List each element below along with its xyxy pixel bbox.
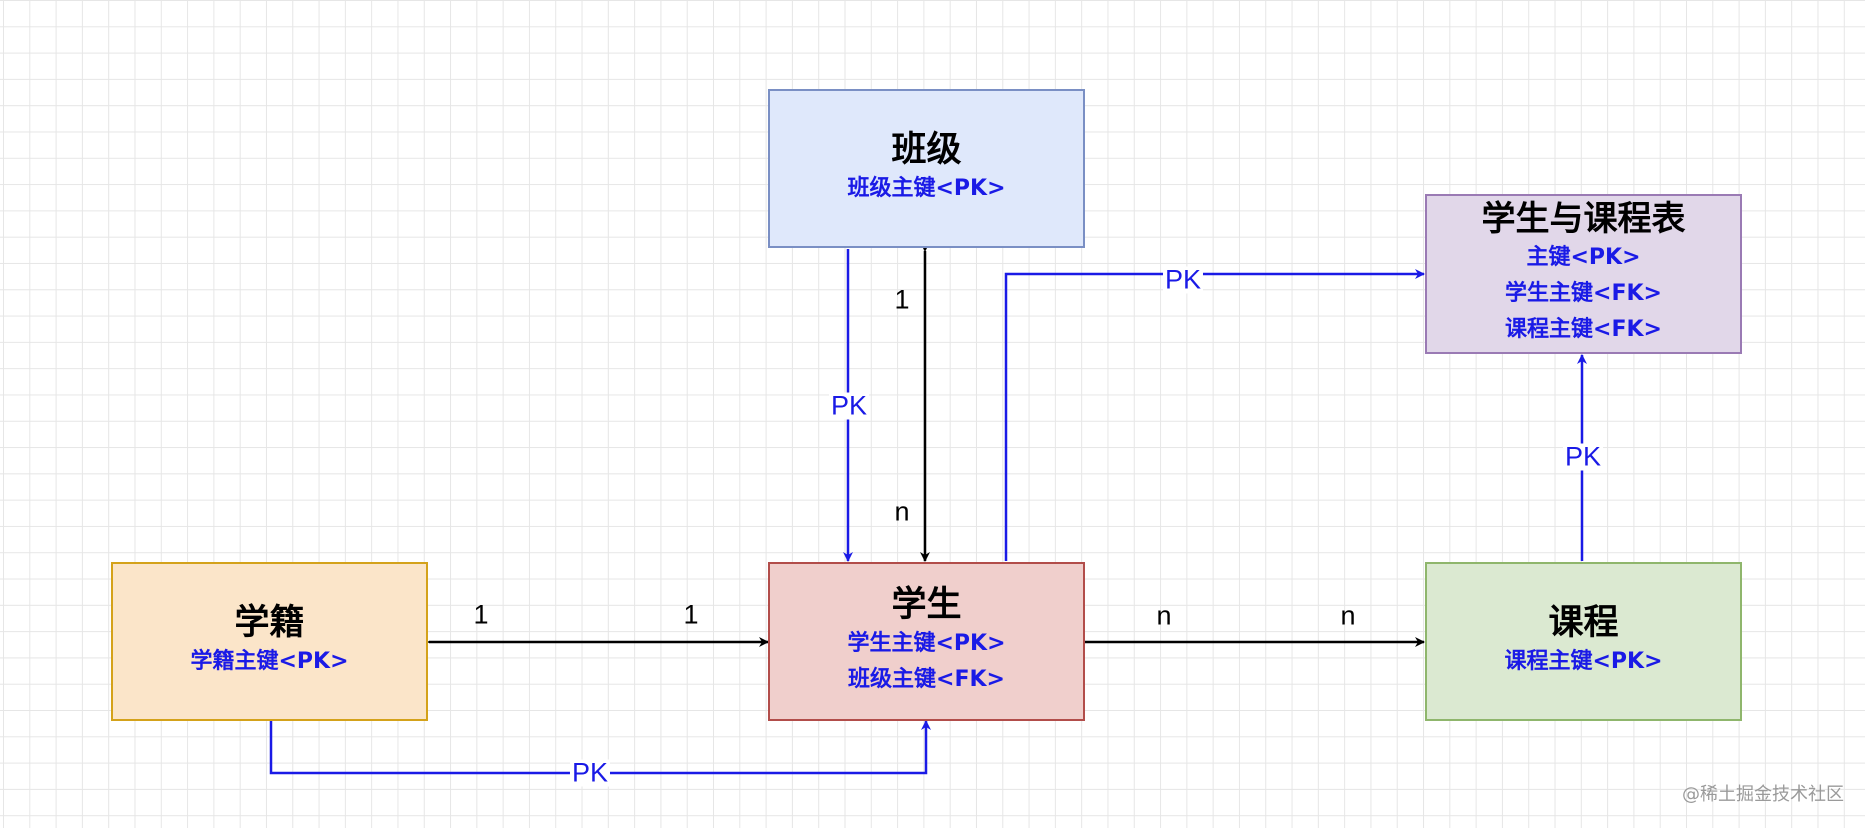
enrollment-side-cardinality: 1 [473, 599, 489, 630]
student-pk-label: PK [1162, 264, 1204, 295]
student-right-cardinality: n [1156, 600, 1172, 631]
class-entity-title: 班级 [891, 130, 962, 171]
class-side-cardinality: 1 [894, 284, 910, 315]
student-course-entity[interactable]: 学生与课程表 主键<PK> 学生主键<FK> 课程主键<FK> [1425, 194, 1742, 354]
watermark-text: @稀土掘金技术社区 [1682, 784, 1844, 805]
enrollment-entity-title: 学籍 [234, 603, 305, 644]
enrollment-entity[interactable]: 学籍 学籍主键<PK> [111, 562, 428, 721]
student-course-entity-key: 课程主键<FK> [1505, 316, 1662, 342]
student-course-entity-key: 学生主键<FK> [1505, 280, 1662, 306]
student-side-cardinality: n [894, 496, 910, 527]
student-entity-key: 学生主键<PK> [847, 630, 1006, 656]
class-pk-label: PK [828, 390, 870, 421]
enrollment-entity-key: 学籍主键<PK> [190, 648, 349, 674]
student-course-entity-key: 主键<PK> [1526, 244, 1641, 270]
course-side-cardinality: n [1340, 600, 1356, 631]
course-entity-title: 课程 [1548, 603, 1619, 644]
enrollment-pk-label: PK [569, 757, 611, 788]
student-course-entity-title: 学生与课程表 [1481, 199, 1686, 240]
course-pk-label: PK [1562, 441, 1604, 472]
student-entity-key: 班级主键<FK> [848, 666, 1005, 692]
student-pk-arrow [1004, 269, 1425, 561]
student-entity[interactable]: 学生 学生主键<PK> 班级主键<FK> [768, 562, 1085, 721]
class-entity[interactable]: 班级 班级主键<PK> [768, 89, 1085, 248]
student-left-cardinality: 1 [683, 599, 699, 630]
course-entity[interactable]: 课程 课程主键<PK> [1425, 562, 1742, 721]
student-entity-title: 学生 [891, 585, 962, 626]
class-entity-key: 班级主键<PK> [847, 175, 1006, 201]
course-entity-key: 课程主键<PK> [1504, 648, 1663, 674]
